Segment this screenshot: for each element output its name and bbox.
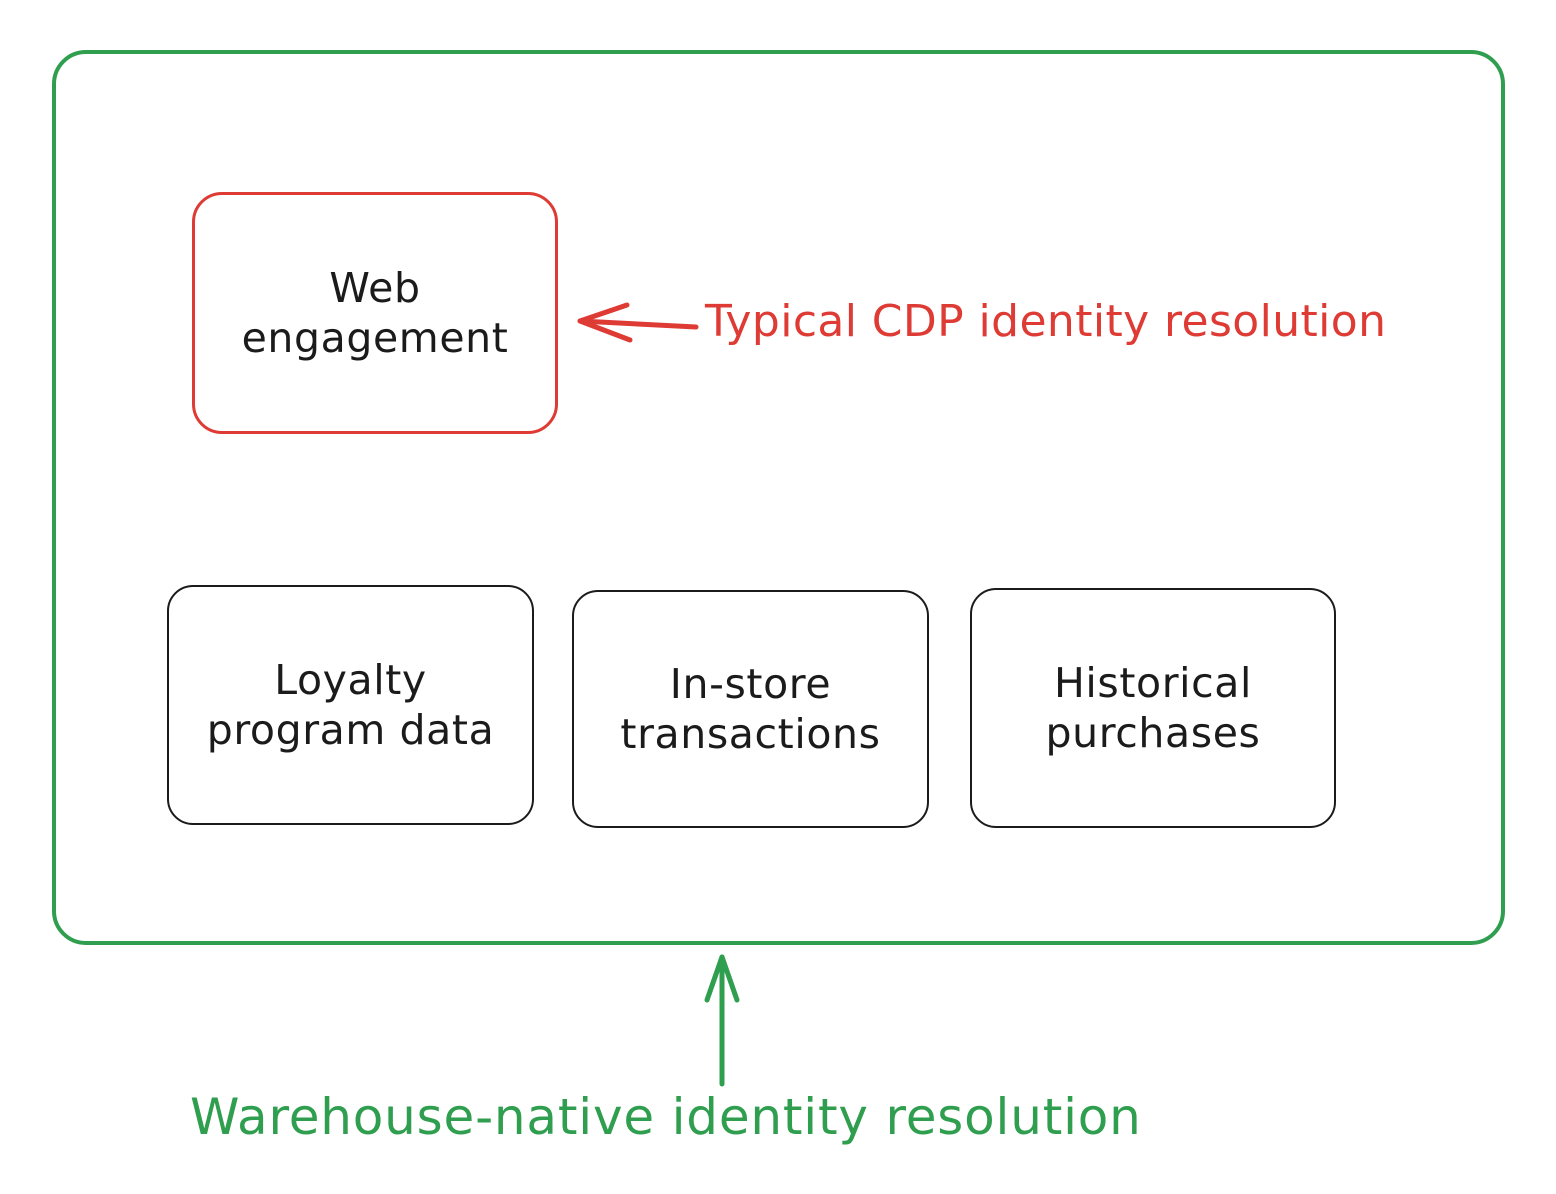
node-historical-purchases-label: Historical purchases xyxy=(1045,658,1261,757)
node-loyalty-program-data-label: Loyalty program data xyxy=(206,655,495,754)
node-loyalty-program-data[interactable]: Loyalty program data xyxy=(167,585,534,825)
node-historical-purchases[interactable]: Historical purchases xyxy=(970,588,1336,828)
green-up-arrow-icon xyxy=(704,954,740,1087)
annotation-typical-cdp: Typical CDP identity resolution xyxy=(705,296,1387,347)
node-in-store-transactions-label: In-store transactions xyxy=(620,659,881,758)
annotation-warehouse-native: Warehouse-native identity resolution xyxy=(190,1088,1142,1146)
node-web-engagement-label: Web engagement xyxy=(241,263,509,362)
node-web-engagement[interactable]: Web engagement xyxy=(192,192,558,434)
node-in-store-transactions[interactable]: In-store transactions xyxy=(572,590,929,828)
warehouse-container xyxy=(52,50,1505,945)
